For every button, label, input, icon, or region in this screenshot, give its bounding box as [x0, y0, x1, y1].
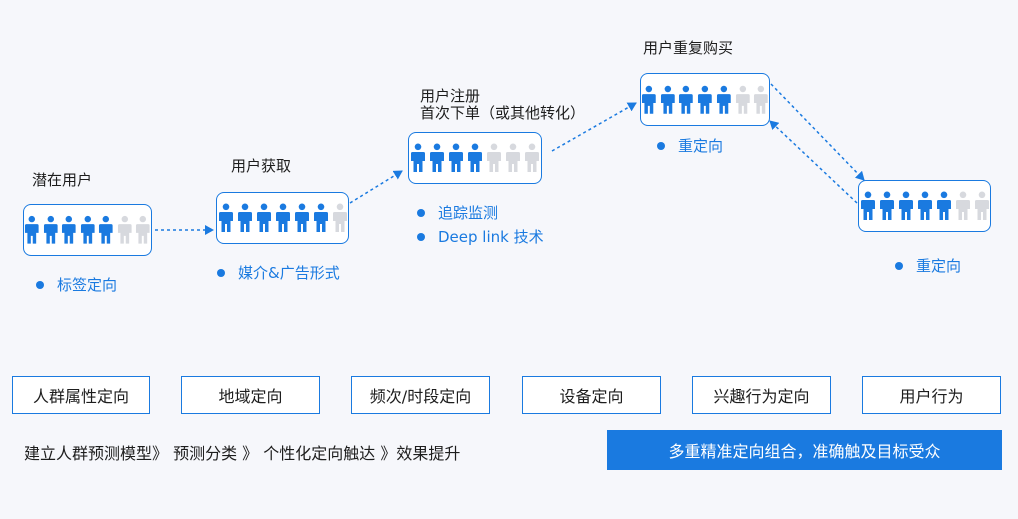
person-icon — [218, 203, 233, 232]
stage-5-bullet: 重定向 — [895, 255, 961, 276]
bullet-dot — [417, 208, 425, 217]
person-icon — [294, 203, 309, 232]
category-geo-targeting[interactable]: 地域定向 — [181, 376, 320, 414]
funnel-process-text: 建立人群预测模型》 预测分类 》 个性化定向触达 》效果提升 — [24, 444, 461, 463]
bullet-dot — [895, 261, 903, 270]
stage-1-bullet: 标签定向 — [36, 274, 117, 295]
person-icon — [117, 215, 132, 244]
person-icon — [641, 85, 656, 114]
stage-3-bullet-2: Deep link 技术 — [417, 226, 544, 247]
person-icon — [879, 191, 894, 220]
category-demographic-targeting[interactable]: 人群属性定向 — [12, 376, 150, 414]
person-icon — [660, 85, 675, 114]
person-icon — [411, 143, 425, 172]
stage-title-user-acquisition: 用户获取 — [231, 157, 292, 175]
people-box-stage-3 — [408, 132, 542, 184]
person-icon — [430, 143, 444, 172]
person-icon — [955, 191, 970, 220]
person-icon — [62, 215, 76, 244]
person-icon — [449, 143, 463, 172]
person-icon — [136, 215, 151, 244]
stage-title-potential-users: 潜在用户 — [32, 171, 93, 189]
person-icon — [679, 85, 694, 114]
person-icon — [506, 143, 520, 172]
person-icon — [43, 215, 58, 244]
person-icon — [860, 191, 875, 220]
bullet-dot — [36, 280, 44, 289]
person-icon — [754, 85, 769, 114]
person-icon — [313, 203, 328, 232]
bullet-dot — [657, 141, 665, 150]
people-box-stage-1 — [23, 204, 152, 256]
person-icon — [80, 215, 95, 244]
stage-title-repeat-purchase: 用户重复购买 — [643, 39, 734, 57]
person-icon — [468, 143, 482, 172]
person-icon — [332, 203, 347, 232]
person-icon — [735, 85, 750, 114]
category-frequency-time-targeting[interactable]: 频次/时段定向 — [351, 376, 490, 414]
arrow-stage3-to-stage4 — [551, 102, 637, 152]
person-icon — [237, 203, 252, 232]
stage-2-bullet: 媒介&广告形式 — [217, 262, 340, 283]
people-box-stage-5 — [858, 180, 991, 232]
person-icon — [716, 85, 731, 114]
person-icon — [487, 143, 501, 172]
category-user-behavior[interactable]: 用户行为 — [862, 376, 1001, 414]
person-icon — [698, 85, 712, 114]
person-icon — [917, 191, 932, 220]
bullet-dot — [417, 232, 425, 241]
stage-title-registration: 用户注册 首次下单（或其他转化） — [420, 87, 586, 122]
people-box-stage-4 — [640, 73, 770, 126]
person-icon — [898, 191, 913, 220]
person-icon — [275, 203, 290, 232]
people-box-stage-2 — [216, 192, 349, 244]
arrow-stage5-to-stage4 — [769, 120, 858, 204]
arrow-stage2-to-stage3 — [349, 170, 403, 204]
stage-4-bullet: 重定向 — [657, 135, 723, 156]
bullet-dot — [217, 268, 225, 277]
person-icon — [525, 143, 539, 172]
category-interest-behavior-targeting[interactable]: 兴趣行为定向 — [692, 376, 831, 414]
arrow-stage4-to-stage5 — [770, 83, 865, 181]
person-icon — [974, 191, 989, 220]
person-icon — [936, 191, 951, 220]
stage-3-bullet-1: 追踪监测 — [417, 202, 498, 223]
person-icon — [99, 215, 113, 244]
person-icon — [24, 215, 39, 244]
highlight-banner: 多重精准定向组合，准确触及目标受众 — [607, 430, 1002, 470]
person-icon — [256, 203, 271, 232]
category-device-targeting[interactable]: 设备定向 — [522, 376, 661, 414]
